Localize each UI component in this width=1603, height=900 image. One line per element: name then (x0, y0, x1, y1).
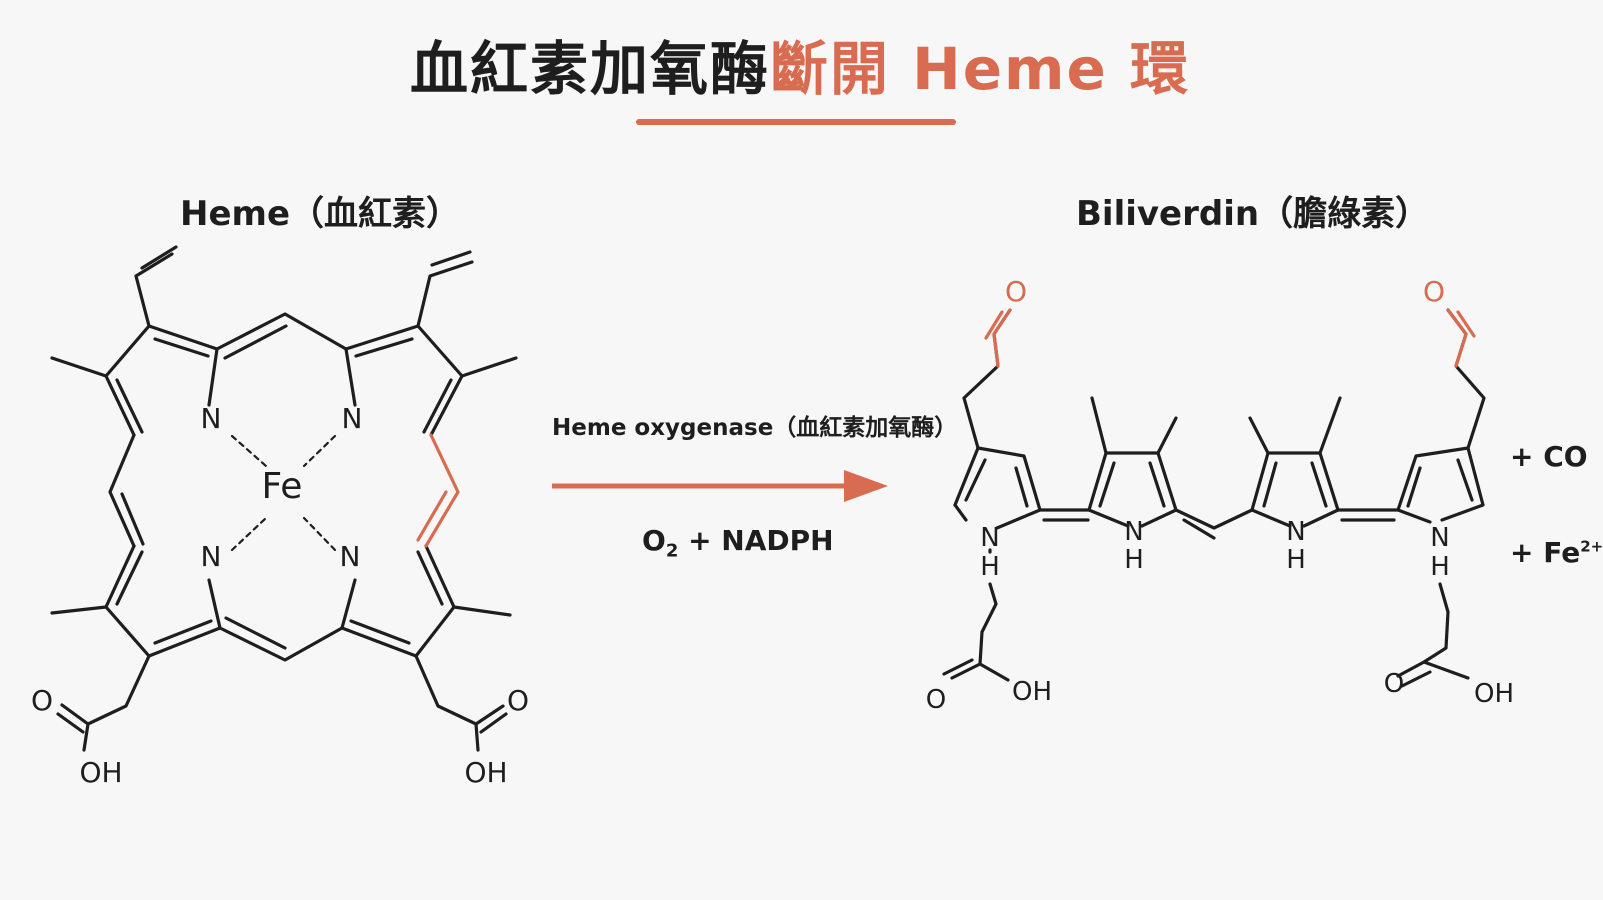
product-fe-charge: 2+ (1580, 537, 1603, 556)
biliverdin-o-atom: O (926, 685, 946, 715)
biliverdin-oh-group: OH (1012, 677, 1052, 707)
title-accent: 斷開 Heme 環 (769, 35, 1191, 103)
heme-structure (50, 245, 518, 752)
heme-o-atom: O (507, 684, 529, 717)
heme-oh-group: OH (464, 756, 507, 789)
heme-label: Heme（血紅素） (180, 194, 461, 234)
biliverdin-cleaved-ends (962, 308, 1486, 450)
product-fe: + Fe2+ (1510, 536, 1603, 569)
biliverdin-h-atom: H (1430, 552, 1450, 582)
biliverdin-aldehyde-o-atom: O (1423, 275, 1445, 308)
heme-atom-labels: Fe N N N N O OH O OH (31, 402, 529, 789)
heme-fe-atom: Fe (262, 466, 303, 507)
title-underline (636, 119, 956, 125)
product-co: + CO (1510, 440, 1588, 473)
heme-n-atom: N (201, 540, 222, 573)
biliverdin-n-atom: N (1286, 517, 1305, 547)
reaction-arrow (552, 470, 888, 502)
title-main: 血紅素加氧酶 (409, 35, 770, 103)
biliverdin-aldehyde-o-atom: O (1005, 275, 1027, 308)
biliverdin-structure (942, 396, 1485, 688)
product-fe-base: + Fe (1510, 536, 1581, 569)
heme-o-atom: O (31, 684, 53, 717)
heme-n-atom: N (342, 402, 363, 435)
biliverdin-oh-group: OH (1474, 679, 1514, 709)
cofactor-label: O2 + NADPH (642, 524, 834, 562)
heme-n-atom: N (201, 402, 222, 435)
biliverdin-h-atom: H (1286, 545, 1306, 575)
biliverdin-atom-labels: O O N H N H N H N H O OH O OH (926, 275, 1514, 715)
biliverdin-n-atom: N (1430, 523, 1449, 553)
biliverdin-n-atom: N (980, 523, 999, 553)
biliverdin-label: Biliverdin（膽綠素） (1076, 194, 1430, 234)
biliverdin-h-atom: H (1124, 545, 1144, 575)
cofactor-o-symbol: O (642, 524, 666, 557)
cofactor-o-subscript: 2 (665, 540, 679, 562)
biliverdin-o-atom: O (1384, 669, 1404, 699)
page-title: 血紅素加氧酶斷開 Heme 環 (0, 22, 1600, 106)
enzyme-label: Heme oxygenase（血紅素加氧酶） (552, 415, 958, 441)
heme-n-atom: N (340, 540, 361, 573)
biliverdin-n-atom: N (1124, 517, 1143, 547)
biliverdin-h-atom: H (980, 552, 1000, 582)
cofactor-rest: + NADPH (678, 524, 834, 557)
heme-oh-group: OH (79, 756, 122, 789)
